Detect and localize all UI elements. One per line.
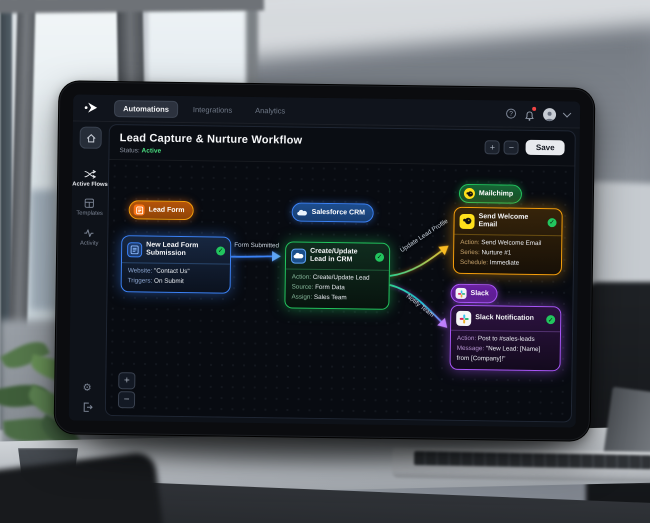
field-label: Source: bbox=[291, 283, 314, 291]
shuffle-icon bbox=[84, 169, 97, 179]
field-value: Create/Update Lead bbox=[312, 273, 370, 282]
node-create-update-lead-crm[interactable]: Create/Update Lead in CRM ✓ Action: Crea… bbox=[284, 241, 391, 310]
sidebar: Active Flows Templates Activity ⚙ bbox=[69, 121, 109, 420]
tab-automations[interactable]: Automations bbox=[113, 99, 179, 118]
check-circle-icon: ✓ bbox=[546, 315, 556, 325]
field-value: On Submit bbox=[154, 277, 184, 285]
sidebar-item-home[interactable] bbox=[79, 126, 102, 149]
mailchimp-icon bbox=[463, 187, 476, 200]
slack-icon bbox=[456, 310, 472, 327]
connector-label-notify-team: Notify Team bbox=[404, 292, 436, 319]
check-circle-icon: ✓ bbox=[216, 246, 226, 256]
salesforce-cloud-icon bbox=[297, 207, 308, 218]
sidebar-item-label: Templates bbox=[76, 210, 103, 218]
workflow-status: Status: Active bbox=[119, 147, 302, 157]
status-value: Active bbox=[141, 147, 162, 155]
field-value: Post to #sales-leads bbox=[477, 335, 535, 343]
sidebar-item-label: Active Flows bbox=[72, 181, 108, 188]
node-title: Slack Notification bbox=[475, 314, 534, 323]
field-value: Sales Team bbox=[313, 293, 347, 302]
connector-label-update-lead-profile: Update Lead Profile bbox=[398, 217, 450, 255]
field-label: Message: bbox=[456, 344, 485, 353]
badge-label: Salesforce CRM bbox=[311, 208, 366, 217]
node-new-lead-form-submission[interactable]: New Lead Form Submission ✓ Website: "Con… bbox=[120, 235, 232, 294]
tab-integrations[interactable]: Integrations bbox=[192, 104, 233, 115]
check-circle-icon: ✓ bbox=[547, 218, 557, 228]
user-avatar[interactable] bbox=[542, 107, 557, 121]
field-label: Action: bbox=[460, 238, 480, 246]
badge-salesforce-crm[interactable]: Salesforce CRM bbox=[291, 202, 375, 223]
field-value: Send Welcome Email bbox=[481, 238, 542, 247]
field-label: Action: bbox=[291, 273, 312, 281]
field-label: Website: bbox=[127, 267, 153, 275]
connector-label-form-submitted: Form Submitted bbox=[234, 241, 280, 250]
workflow-canvas[interactable]: Form Submitted Update Lead Profile Notif… bbox=[105, 159, 575, 422]
city-silhouette bbox=[30, 190, 56, 310]
page-title: Lead Capture & Nurture Workflow bbox=[119, 132, 303, 147]
node-title: Send Welcome Email bbox=[478, 213, 529, 229]
templates-icon bbox=[85, 198, 95, 209]
form-icon bbox=[133, 204, 145, 216]
check-circle-icon: ✓ bbox=[374, 252, 385, 262]
canvas-zoom-controls: + − bbox=[117, 372, 136, 409]
badge-label: Slack bbox=[470, 290, 489, 298]
save-button[interactable]: Save bbox=[525, 139, 565, 156]
canvas-zoom-in-button[interactable]: + bbox=[118, 372, 136, 390]
workflow-panel: Lead Capture & Nurture Workflow Status: … bbox=[104, 123, 576, 423]
badge-lead-form[interactable]: Lead Form bbox=[128, 200, 194, 221]
notifications-bell-icon[interactable] bbox=[524, 106, 537, 121]
zoom-in-button[interactable]: + bbox=[484, 139, 501, 154]
field-value: "Contact Us" bbox=[153, 267, 190, 275]
activity-icon bbox=[84, 229, 94, 237]
form-icon bbox=[127, 242, 143, 258]
node-slack-notification[interactable]: Slack Notification ✓ Action: Post to #sa… bbox=[449, 304, 562, 372]
sidebar-item-activity[interactable]: Activity bbox=[80, 227, 99, 247]
settings-gear-icon[interactable]: ⚙ bbox=[82, 382, 92, 394]
field-label: Assign: bbox=[291, 293, 313, 301]
node-title: Create/Update Lead in CRM bbox=[309, 247, 358, 264]
badge-label: Mailchimp bbox=[478, 190, 514, 198]
badge-slack[interactable]: Slack bbox=[450, 283, 498, 304]
top-navigation-bar: Automations Integrations Analytics ? bbox=[72, 94, 581, 129]
canvas-zoom-out-button[interactable]: − bbox=[117, 391, 136, 409]
tab-analytics[interactable]: Analytics bbox=[255, 105, 286, 115]
chevron-down-icon[interactable] bbox=[562, 109, 572, 118]
field-value: Nurture #1 bbox=[481, 249, 512, 257]
field-label: Schedule: bbox=[459, 258, 489, 267]
field-label: Series: bbox=[460, 248, 480, 257]
sidebar-item-templates[interactable]: Templates bbox=[76, 198, 103, 218]
node-title: New Lead Form Submission bbox=[146, 241, 199, 258]
field-label: Triggers: bbox=[127, 277, 153, 285]
salesforce-cloud-icon bbox=[290, 248, 307, 264]
slack-icon bbox=[455, 287, 467, 299]
zoom-out-button[interactable]: − bbox=[503, 139, 520, 155]
topbar-actions: ? bbox=[506, 106, 572, 121]
notification-badge bbox=[532, 106, 537, 111]
tablet-device: Automations Integrations Analytics ? bbox=[54, 81, 595, 441]
app-screen: Automations Integrations Analytics ? bbox=[68, 94, 581, 428]
field-value: Form Data bbox=[315, 283, 345, 292]
badge-label: Lead Form bbox=[148, 206, 185, 215]
app-logo-icon bbox=[83, 101, 99, 115]
sidebar-item-label: Activity bbox=[79, 240, 99, 247]
sidebar-item-active-flows[interactable]: Active Flows bbox=[72, 168, 108, 188]
help-icon[interactable]: ? bbox=[506, 108, 517, 119]
mailchimp-icon bbox=[459, 213, 475, 229]
badge-mailchimp[interactable]: Mailchimp bbox=[458, 183, 523, 204]
node-send-welcome-email[interactable]: Send Welcome Email ✓ Action: Send Welcom… bbox=[452, 206, 563, 276]
status-label: Status: bbox=[119, 147, 140, 155]
field-label: Action: bbox=[456, 334, 477, 343]
field-value: Immediate bbox=[489, 259, 520, 267]
logout-icon[interactable] bbox=[81, 402, 93, 413]
